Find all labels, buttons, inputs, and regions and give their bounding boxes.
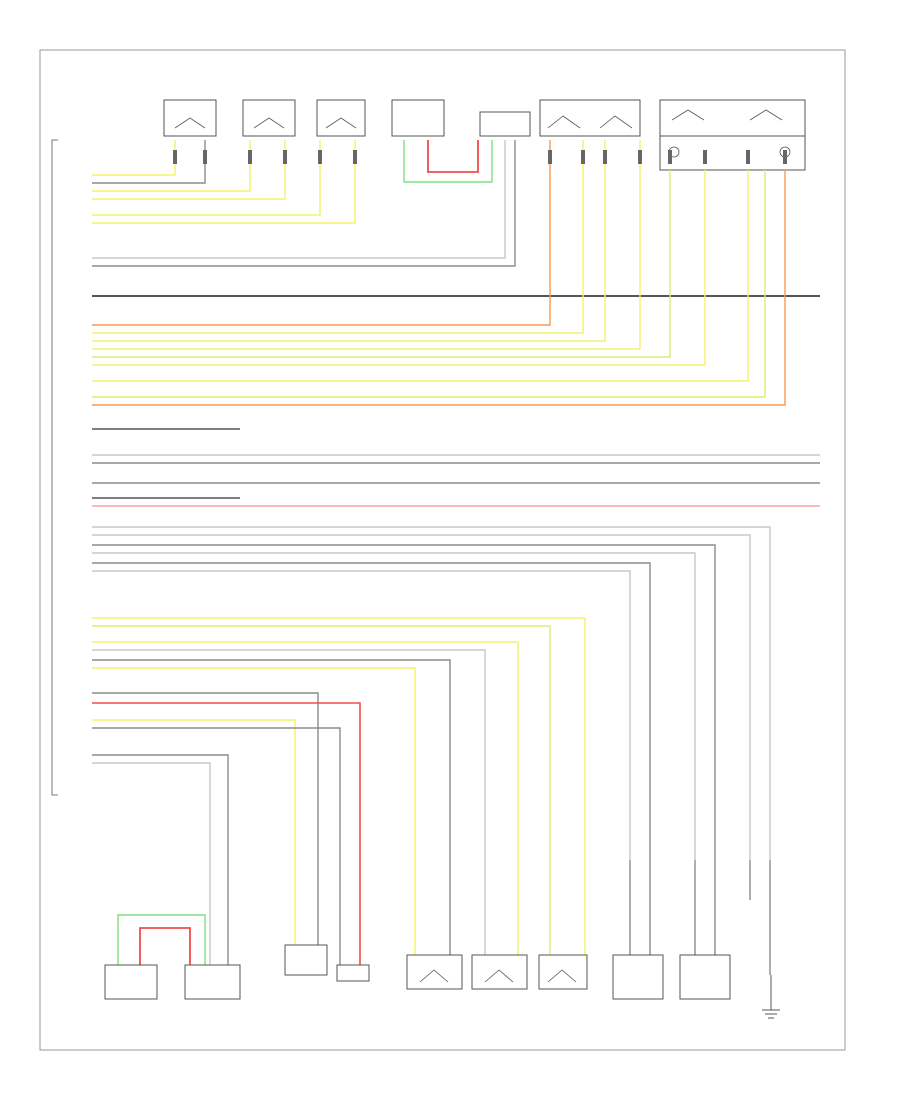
switch-symbol-3 [325, 117, 357, 129]
bottom-block-1 [104, 964, 158, 1000]
connector-stub [283, 150, 287, 164]
wire-43 [92, 754, 229, 965]
wire-16 [92, 170, 671, 358]
wire-13 [92, 140, 584, 334]
wire-20 [92, 170, 786, 406]
switch-symbol-b6 [484, 969, 514, 983]
top-components [163, 99, 806, 171]
connector-stub [581, 150, 585, 164]
sensor-block-7 [659, 99, 806, 137]
connector-stub [638, 150, 642, 164]
bottom-components [104, 944, 780, 1019]
sensor-block-4 [391, 99, 445, 137]
sensor-block-6 [539, 99, 641, 137]
wire-33 [92, 617, 586, 955]
wire-37 [92, 659, 451, 955]
wire-17 [92, 170, 706, 366]
wire-42 [92, 727, 341, 965]
bottom-block-9 [679, 954, 731, 1000]
switch-symbol-6a [547, 115, 581, 129]
wire-28 [92, 534, 751, 860]
wire-19 [92, 170, 766, 398]
sensor-block-5 [479, 111, 531, 137]
switch-symbol-6b [599, 115, 633, 129]
wire-31 [92, 562, 651, 860]
ground-symbol [762, 1009, 780, 1019]
wire-41 [92, 719, 296, 945]
wire-18 [92, 170, 749, 382]
wire-39 [92, 692, 319, 945]
connector-stub [318, 150, 322, 164]
connector-stub [603, 150, 607, 164]
connector-stub [173, 150, 177, 164]
connector-stub [203, 150, 207, 164]
wire-14 [92, 140, 606, 342]
wires [92, 140, 820, 975]
wire-27 [92, 526, 771, 860]
wire-4 [92, 140, 286, 200]
bottom-block-2 [184, 964, 241, 1000]
connector-stub [783, 150, 787, 164]
bottom-block-6 [471, 954, 528, 990]
connector-stub [746, 150, 750, 164]
wire-40 [92, 702, 361, 965]
wire-2 [92, 140, 206, 184]
wire-7 [403, 140, 493, 183]
wire-38 [92, 667, 416, 955]
wire-1 [92, 140, 176, 176]
connector-stub [668, 150, 672, 164]
sensor-block-7-lower [659, 135, 806, 171]
connector-stub [548, 150, 552, 164]
wire-6 [92, 140, 356, 224]
wire-35 [92, 641, 519, 955]
wire-46 [139, 927, 191, 965]
wire-44 [92, 762, 211, 965]
bottom-block-7 [538, 954, 588, 990]
bottom-block-4 [336, 964, 370, 982]
wire-36 [92, 649, 486, 955]
wire-30 [92, 552, 696, 860]
module-bracket [51, 139, 58, 796]
wire-9 [92, 140, 506, 259]
switch-symbol-b7 [547, 969, 577, 983]
bottom-block-3 [284, 944, 328, 976]
diagram-frame [39, 49, 846, 1051]
wire-29 [92, 544, 716, 860]
switch-symbol-2 [253, 117, 285, 129]
wire-10 [92, 140, 516, 267]
wire-5 [92, 140, 321, 216]
wire-32 [92, 570, 631, 860]
switch-symbol-7a [671, 109, 705, 121]
wire-45 [117, 914, 206, 965]
connector-stub [703, 150, 707, 164]
bottom-block-8 [612, 954, 664, 1000]
switch-symbol-b5 [419, 969, 449, 983]
wire-12 [92, 140, 551, 326]
wire-34 [92, 625, 551, 955]
bottom-block-5 [406, 954, 463, 990]
wire-8 [427, 140, 479, 173]
switch-symbol-7b [749, 109, 783, 121]
connector-stub [353, 150, 357, 164]
wire-15 [92, 140, 641, 350]
switch-symbol-1 [174, 117, 206, 129]
connector-stub [248, 150, 252, 164]
